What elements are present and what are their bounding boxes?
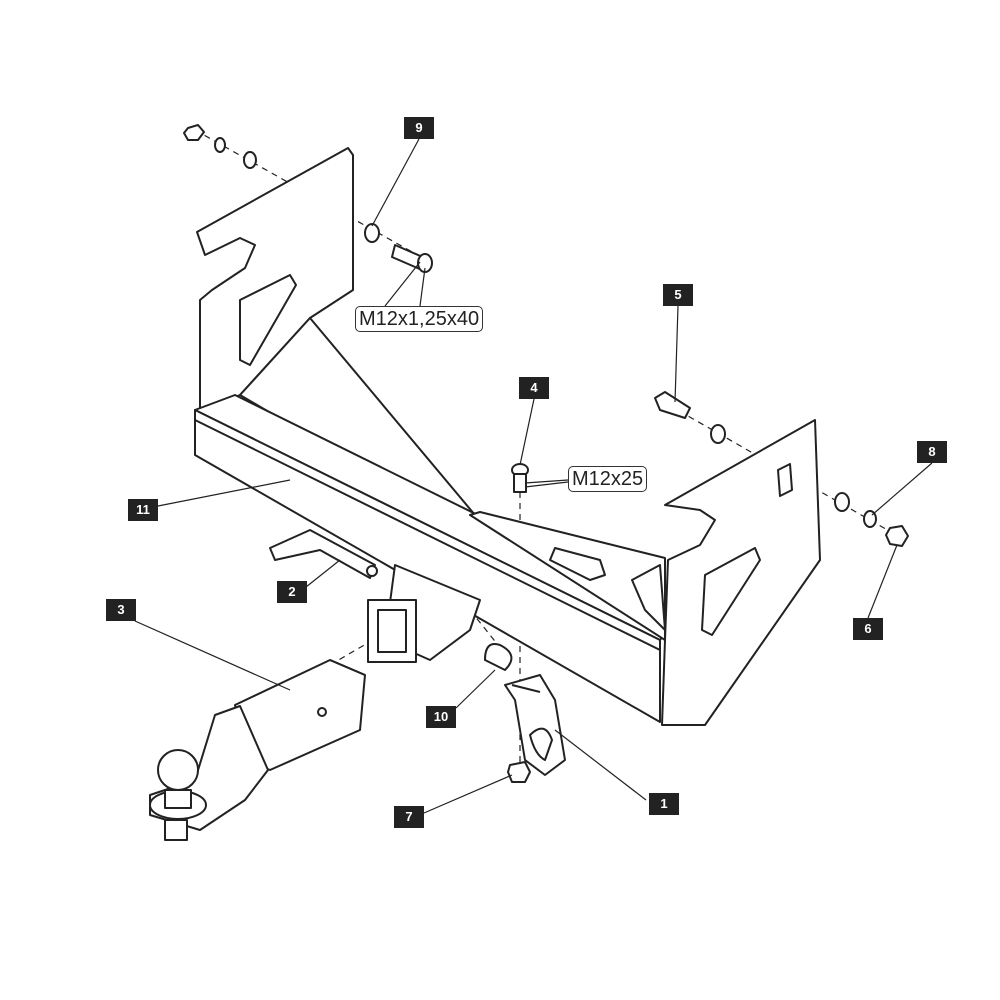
part-label-11: 11 bbox=[128, 499, 158, 521]
ball-mount bbox=[149, 659, 366, 841]
part-label-2: 2 bbox=[277, 581, 307, 603]
cross-beam bbox=[194, 394, 681, 723]
part-label-9: 9 bbox=[404, 117, 434, 139]
right-hardware bbox=[654, 391, 909, 547]
hitch-pin bbox=[269, 529, 378, 579]
right-side-plate bbox=[631, 419, 821, 726]
nut bbox=[507, 761, 531, 783]
right-gusset bbox=[469, 511, 666, 641]
bolt bbox=[511, 463, 529, 493]
bolt-spec-callout-side: M12x1,25x40 bbox=[355, 306, 484, 332]
receiver-tube bbox=[367, 564, 481, 663]
safety-clip bbox=[484, 643, 513, 671]
part-label-10: 10 bbox=[426, 706, 456, 728]
part-label-1: 1 bbox=[649, 793, 679, 815]
part-label-7: 7 bbox=[394, 806, 424, 828]
right-gusset-slot bbox=[549, 547, 606, 581]
left-hardware bbox=[183, 124, 433, 273]
part-label-8: 8 bbox=[917, 441, 947, 463]
connector-bracket bbox=[504, 674, 566, 776]
part-label-4: 4 bbox=[519, 377, 549, 399]
bolt-spec-callout-bottom: M12x25 bbox=[568, 466, 648, 492]
part-label-3: 3 bbox=[106, 599, 136, 621]
part-label-5: 5 bbox=[663, 284, 693, 306]
part-label-6: 6 bbox=[853, 618, 883, 640]
leader-lines bbox=[134, 138, 933, 814]
